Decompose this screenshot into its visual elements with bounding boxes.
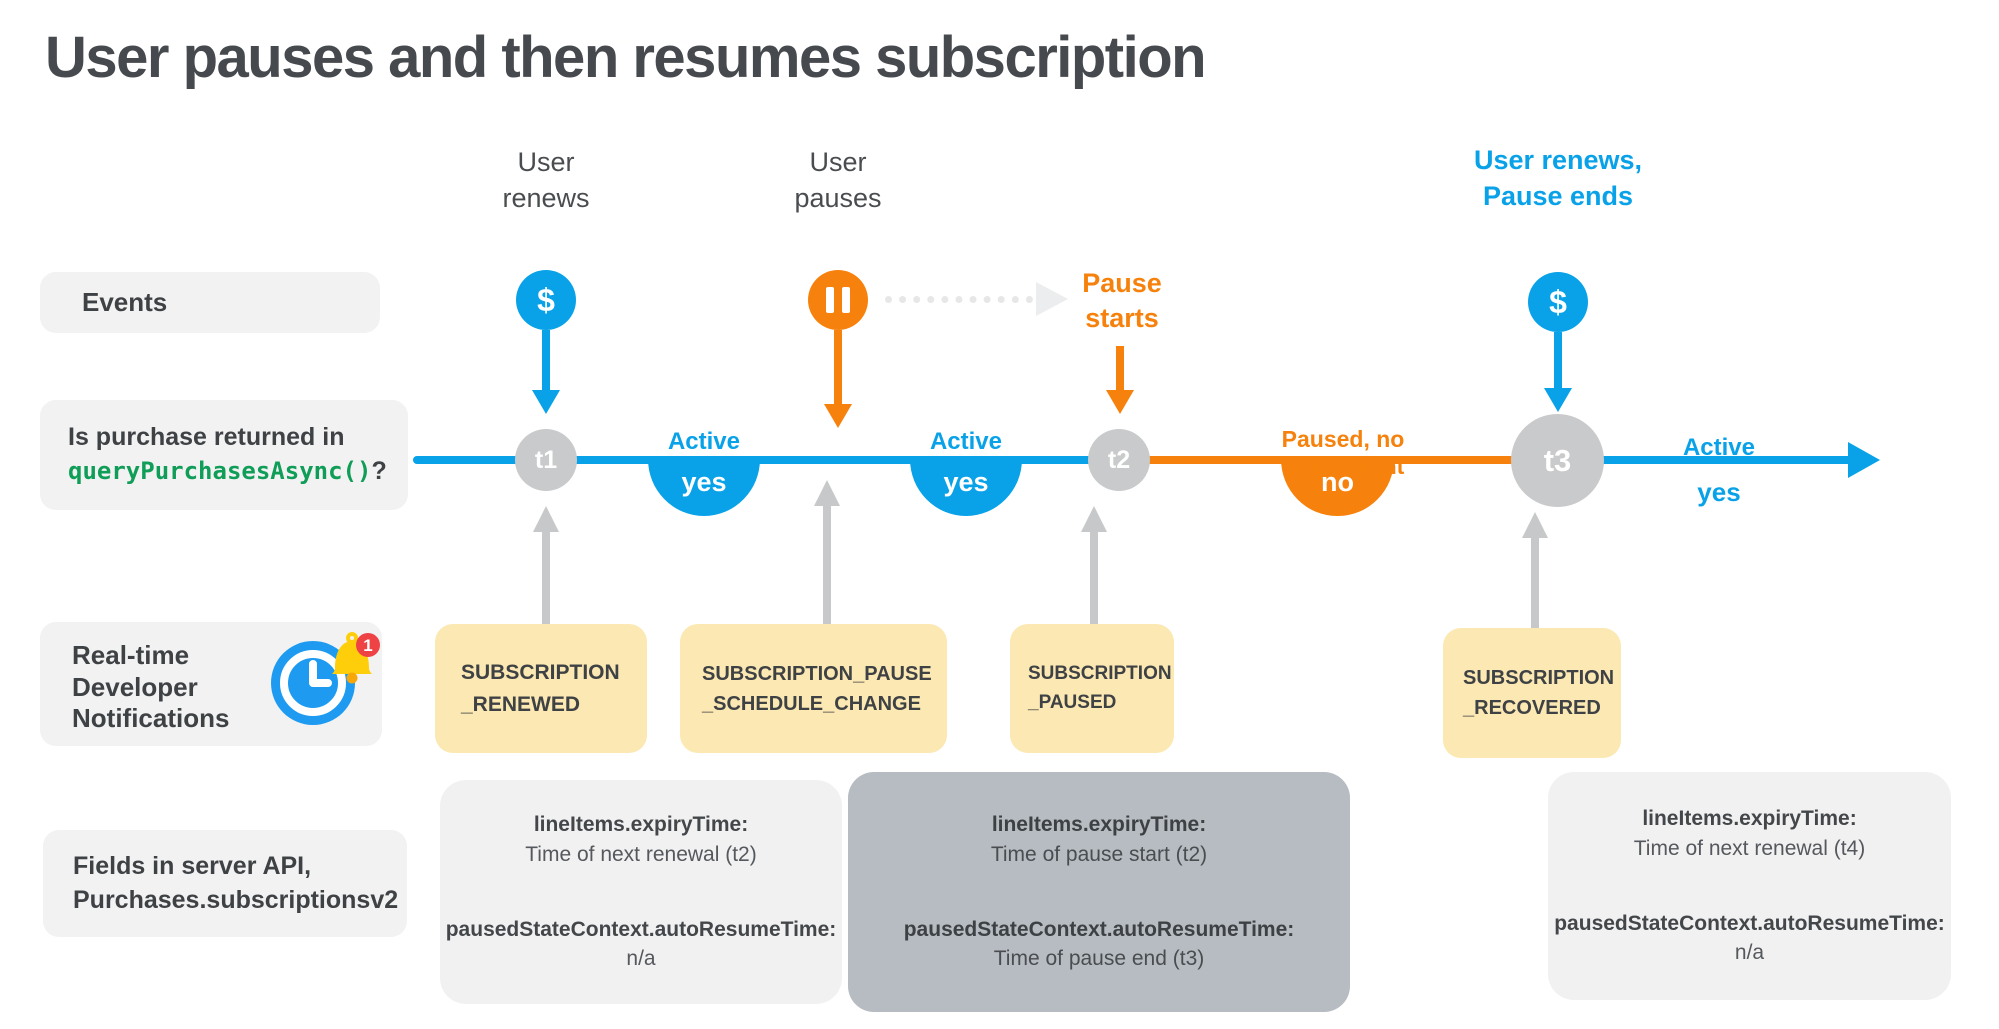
page-title: User pauses and then resumes subscriptio… (45, 25, 1207, 90)
entitlement-value: yes (943, 467, 989, 497)
timeline-segment-active-1 (413, 456, 1119, 464)
api-field-value: n/a (1734, 941, 1765, 965)
entitlement-label-yes-3: yes (1697, 477, 1741, 507)
timeline-segment-paused (1119, 456, 1559, 464)
api-field-name: pausedStateContext.autoResumeTime: (903, 918, 1295, 941)
rtdn-arrow-up-icon-2 (814, 480, 840, 506)
entitlement-value: no (1321, 467, 1354, 497)
segment-label-active-3: Active (1682, 434, 1756, 461)
timeline-node-t3: t3 (1511, 414, 1604, 507)
dollar-icon: $ (1549, 283, 1567, 320)
purchase-question-line2: queryPurchasesAsync()? (68, 455, 408, 489)
events-label: Events (82, 287, 168, 317)
rtdn-label: Real-time Developer Notifications (72, 640, 230, 734)
renew-arrow-stem (542, 330, 550, 390)
api-fields-box-2: lineItems.expiryTime: Time of pause star… (848, 772, 1350, 1012)
rtdn-arrow-stem-1 (542, 530, 550, 624)
bell-icon: 1 (332, 632, 380, 684)
api-field-name: lineItems.expiryTime: (533, 813, 749, 837)
segment-label-paused: Paused, no entitlement (1281, 426, 1405, 479)
code-method-name: queryPurchasesAsync() (68, 457, 372, 485)
segment-label-active-2: Active (929, 428, 1003, 455)
rtdn-arrow-stem-4 (1531, 536, 1539, 628)
renewal-event-marker-2: $ (1528, 272, 1588, 332)
api-field-name: lineItems.expiryTime: (1642, 807, 1857, 831)
api-fields-box-1: lineItems.expiryTime: Time of next renew… (440, 780, 842, 1004)
rtdn-arrow-up-icon-4 (1522, 512, 1548, 538)
purchase-question-line1: Is purchase returned in (68, 423, 345, 452)
event-label-user-renews-pause-ends: User renews, Pause ends (1473, 145, 1643, 212)
rtdn-arrow-stem-2 (823, 504, 831, 624)
notification-box-recovered: SUBSCRIPTION _RECOVERED (1443, 628, 1621, 758)
renew2-arrow-down-icon (1544, 388, 1572, 412)
api-field-value: n/a (626, 947, 656, 971)
pause-starts-arrow-down-icon (1106, 390, 1134, 414)
badge-count: 1 (363, 636, 372, 655)
timeline-node-t2: t2 (1088, 429, 1150, 491)
api-field-value: Time of pause end (t3) (993, 947, 1205, 971)
rtdn-arrow-stem-3 (1090, 530, 1098, 624)
notification-box-renewed: SUBSCRIPTION _RENEWED (435, 624, 647, 753)
dotted-arrowhead-icon (1036, 282, 1068, 316)
timeline-segment-active-2 (1559, 456, 1851, 464)
api-field-value: Time of pause start (t2) (990, 842, 1208, 866)
api-field-name: lineItems.expiryTime: (991, 813, 1207, 837)
dotted-connector-line (885, 296, 1033, 303)
api-fields-label-line1: Fields in server API, (73, 851, 312, 880)
rtdn-arrow-up-icon-1 (533, 506, 559, 532)
pause-arrow-down-icon (824, 404, 852, 428)
pause-starts-label: Pause starts (1082, 268, 1162, 334)
dollar-icon: $ (537, 281, 555, 318)
row-label-api-fields: Fields in server API, Purchases.subscrip… (43, 830, 407, 937)
event-label-user-renews: User renews (502, 147, 590, 214)
timeline-node-t1: t1 (515, 429, 577, 491)
api-fields-label-line2: Purchases.subscriptionsv2 (73, 885, 399, 914)
row-label-events: Events (40, 272, 380, 333)
rtdn-arrow-up-icon-3 (1081, 506, 1107, 532)
notification-box-pause-schedule-change: SUBSCRIPTION_PAUSE _SCHEDULE_CHANGE (680, 624, 947, 753)
row-label-purchase-question: Is purchase returned in queryPurchasesAs… (40, 400, 408, 510)
rtdn-clock-bell-icon: 1 (271, 632, 380, 725)
notification-badge (356, 633, 380, 657)
renewal-event-marker: $ (516, 270, 576, 330)
api-field-name: pausedStateContext.autoResumeTime: (1554, 912, 1945, 935)
api-field-value: Time of next renewal (t4) (1633, 836, 1866, 860)
segment-label-active-1: Active (667, 428, 741, 455)
pause-icon (826, 287, 850, 313)
timeline-arrowhead-icon (1848, 442, 1880, 478)
renew-arrow-down-icon (532, 390, 560, 414)
api-field-name: pausedStateContext.autoResumeTime: (445, 918, 837, 941)
api-field-value: Time of next renewal (t2) (525, 842, 757, 866)
api-fields-box-3: lineItems.expiryTime: Time of next renew… (1548, 772, 1951, 1000)
event-label-user-pauses: User pauses (794, 147, 882, 214)
entitlement-badge-yes-2: yes (910, 459, 1022, 516)
notification-box-paused: SUBSCRIPTION _PAUSED (1010, 624, 1174, 753)
question-mark: ? (371, 457, 387, 485)
entitlement-badge-yes-1: yes (648, 459, 760, 516)
entitlement-value: yes (681, 467, 727, 497)
pause-starts-arrow-stem (1116, 346, 1124, 390)
renew2-arrow-stem (1554, 332, 1562, 388)
pause-arrow-stem (834, 330, 842, 404)
pause-event-marker (808, 270, 868, 330)
